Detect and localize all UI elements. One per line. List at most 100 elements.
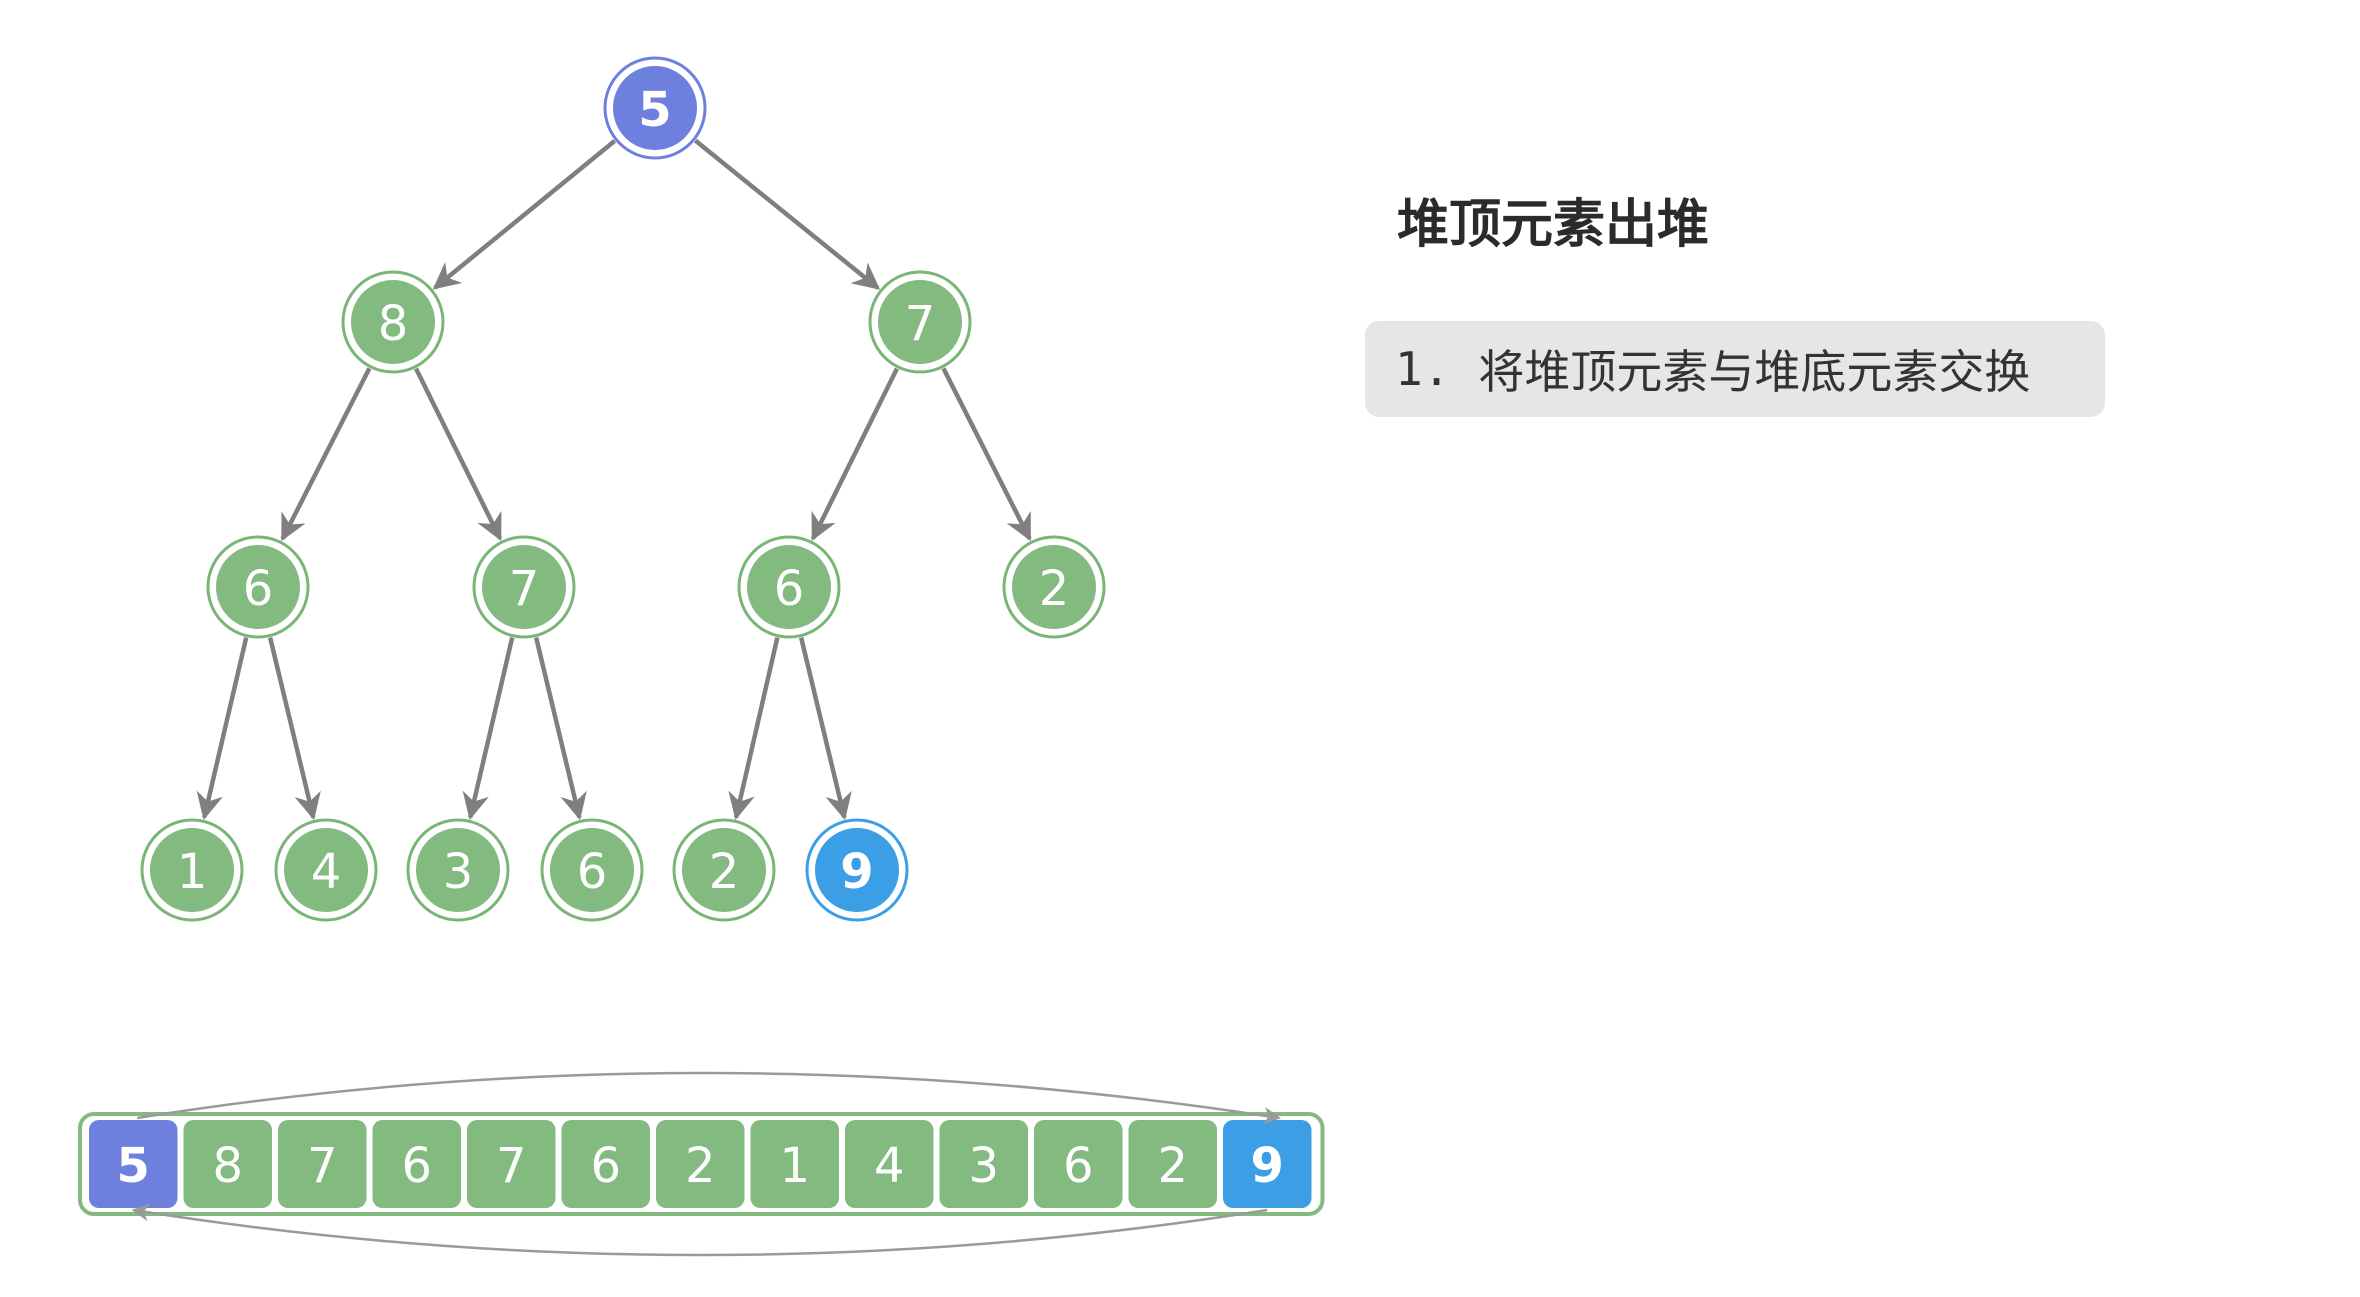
array-cell-box <box>1223 1120 1312 1208</box>
node-value: 8 <box>378 296 409 352</box>
array-cell: 2 <box>1128 1120 1217 1208</box>
node-value: 6 <box>243 561 274 617</box>
tree-node: 2 <box>1002 535 1106 639</box>
swap-arc-top <box>137 1071 1281 1125</box>
node-value: 9 <box>840 844 873 900</box>
array-cell-box <box>1128 1120 1217 1208</box>
array-cell-box <box>183 1120 272 1208</box>
array-cell: 9 <box>1223 1120 1312 1208</box>
array-cell-value: 7 <box>307 1138 338 1194</box>
node-ring <box>603 56 707 160</box>
node-ring <box>140 818 244 922</box>
node-value: 1 <box>177 844 208 900</box>
tree-edge <box>196 637 249 821</box>
step-number: 1. <box>1395 342 1451 396</box>
tree-node: 9 <box>805 818 909 922</box>
tree-edge <box>280 367 372 542</box>
tree-edge <box>533 637 587 821</box>
array-cell-value: 5 <box>117 1138 150 1194</box>
tree-node: 6 <box>540 818 644 922</box>
tree-edge <box>798 637 852 821</box>
array-cell-box <box>467 1120 556 1208</box>
node-value: 2 <box>709 844 740 900</box>
array-cell: 1 <box>750 1120 839 1208</box>
array-cell: 5 <box>89 1120 178 1208</box>
tree-node: 1 <box>140 818 244 922</box>
array-cell-box <box>845 1120 934 1208</box>
step-item: 1. 将堆顶元素与堆底元素交换 <box>1365 321 2105 417</box>
array-cell-value: 1 <box>779 1138 810 1194</box>
array-cell-value: 6 <box>590 1138 621 1194</box>
array-cell-box <box>1034 1120 1123 1208</box>
tree-edge <box>810 367 899 542</box>
tree-node: 7 <box>472 535 576 639</box>
tree-edge <box>462 637 515 821</box>
tree-nodes: 5 8 7 6 7 6 2 1 4 3 6 2 9 <box>140 56 1106 922</box>
array-cell-value: 6 <box>1063 1138 1094 1194</box>
step-text: 将堆顶元素与堆底元素交换 <box>1478 345 2031 399</box>
swap-arc-bottom <box>131 1203 1268 1257</box>
array-cell: 7 <box>467 1120 556 1208</box>
array-cell: 6 <box>372 1120 461 1208</box>
page-title: 堆顶元素出堆 <box>1397 195 1710 255</box>
node-ring <box>868 270 972 374</box>
array-cell-value: 9 <box>1251 1138 1284 1194</box>
node-value: 3 <box>443 844 474 900</box>
tree-node: 3 <box>406 818 510 922</box>
node-circle <box>280 824 372 916</box>
node-circle <box>743 541 835 633</box>
array-cell-value: 3 <box>968 1138 999 1194</box>
node-circle <box>811 824 903 916</box>
tree-node: 6 <box>737 535 841 639</box>
array-cell-box <box>656 1120 745 1208</box>
node-ring <box>672 818 776 922</box>
array-cell: 7 <box>278 1120 367 1208</box>
array-cell-value: 2 <box>1157 1138 1188 1194</box>
array-cell-box <box>372 1120 461 1208</box>
node-circle <box>146 824 238 916</box>
node-circle <box>609 62 701 154</box>
array-cell-value: 7 <box>496 1138 527 1194</box>
node-ring <box>341 270 445 374</box>
tree-edge <box>432 139 617 290</box>
array-cell-value: 2 <box>685 1138 716 1194</box>
node-value: 5 <box>638 82 671 138</box>
node-ring <box>1002 535 1106 639</box>
tree-node: 8 <box>341 270 445 374</box>
node-circle <box>678 824 770 916</box>
tree-edges <box>196 138 1032 821</box>
node-value: 4 <box>311 844 342 900</box>
tree-edge <box>941 367 1032 542</box>
array-cell: 2 <box>656 1120 745 1208</box>
node-value: 6 <box>774 561 805 617</box>
node-circle <box>347 276 439 368</box>
tree-node: 2 <box>672 818 776 922</box>
array-cell: 3 <box>939 1120 1028 1208</box>
array-cell-value: 8 <box>212 1138 243 1194</box>
tree-edge <box>267 637 321 821</box>
array-cell: 4 <box>845 1120 934 1208</box>
tree-node: 6 <box>206 535 310 639</box>
node-value: 7 <box>905 296 936 352</box>
node-ring <box>206 535 310 639</box>
array-cell-box <box>561 1120 650 1208</box>
array-cell-box <box>89 1120 178 1208</box>
node-circle <box>874 276 966 368</box>
array-cell-box <box>750 1120 839 1208</box>
node-ring <box>274 818 378 922</box>
node-ring <box>406 818 510 922</box>
array-cell-value: 4 <box>874 1138 905 1194</box>
heap-array: 5 8 7 6 7 6 2 1 4 3 6 2 9 <box>78 1071 1325 1257</box>
array-cell-value: 6 <box>401 1138 432 1194</box>
node-ring <box>472 535 576 639</box>
node-ring <box>737 535 841 639</box>
array-cell-box <box>278 1120 367 1208</box>
array-cell: 8 <box>183 1120 272 1208</box>
tree-node: 4 <box>274 818 378 922</box>
node-circle <box>478 541 570 633</box>
node-value: 7 <box>509 561 540 617</box>
array-cell-box <box>939 1120 1028 1208</box>
node-circle <box>212 541 304 633</box>
